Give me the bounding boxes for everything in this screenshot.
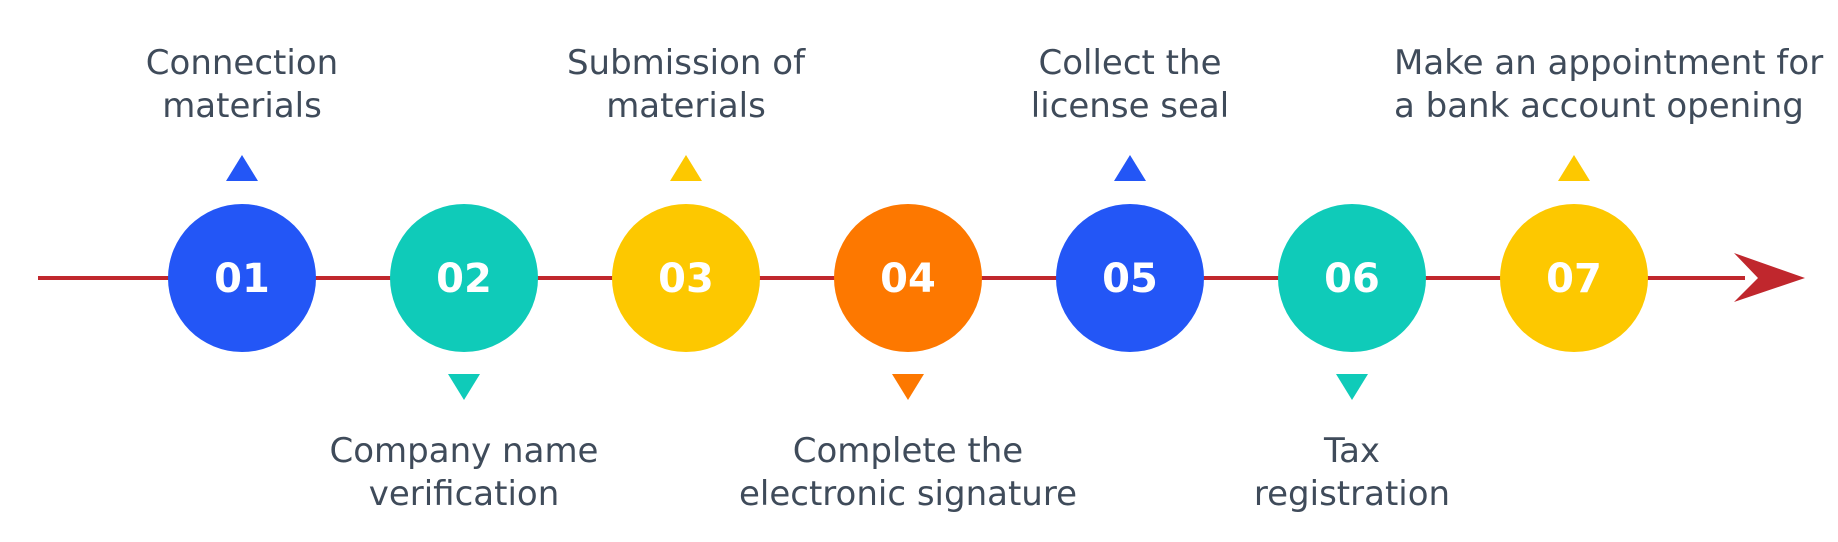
step-label-line: verification xyxy=(368,474,560,514)
step-label-line: Company name xyxy=(329,431,599,471)
step-label-line: Connection xyxy=(145,43,339,83)
triangle-up-icon xyxy=(226,155,258,181)
step-circle xyxy=(1500,204,1648,352)
step-circle xyxy=(168,204,316,352)
step-label-line: Complete the xyxy=(792,431,1024,471)
step-circle xyxy=(1278,204,1426,352)
step-node: 03 xyxy=(612,155,760,352)
step-label-line: license seal xyxy=(1030,86,1230,126)
triangle-down-icon xyxy=(892,374,924,400)
timeline-arrow-head xyxy=(1734,253,1805,302)
step-node: 05 xyxy=(1056,155,1204,352)
step-label-line: materials xyxy=(606,86,766,126)
triangle-up-icon xyxy=(1114,155,1146,181)
step-label-line: a bank account opening xyxy=(1394,86,1804,126)
step-node: 04 xyxy=(834,204,982,400)
step-number: 07 xyxy=(1546,256,1602,302)
step-circle xyxy=(612,204,760,352)
step-circle xyxy=(1056,204,1204,352)
step-circle xyxy=(390,204,538,352)
triangle-up-icon xyxy=(1558,155,1590,181)
step-label-line: materials xyxy=(162,86,322,126)
step-number: 01 xyxy=(214,256,270,302)
step-label-line: Tax xyxy=(1323,431,1381,471)
step-node: 02 xyxy=(390,204,538,400)
step-circle xyxy=(834,204,982,352)
step-number: 06 xyxy=(1324,256,1380,302)
step-number: 02 xyxy=(436,256,492,302)
step-nodes: 01 02 03 04 05 06 07 xyxy=(168,155,1648,400)
step-label-line: Submission of xyxy=(566,43,806,83)
step-number: 05 xyxy=(1102,256,1158,302)
step-label-line: Collect the xyxy=(1038,43,1222,83)
step-label-line: Make an appointment for xyxy=(1394,43,1824,83)
step-number: 04 xyxy=(880,256,936,302)
triangle-down-icon xyxy=(1336,374,1368,400)
triangle-down-icon xyxy=(448,374,480,400)
step-node: 01 xyxy=(168,155,316,352)
triangle-up-icon xyxy=(670,155,702,181)
step-node: 07 xyxy=(1500,155,1648,352)
step-node: 06 xyxy=(1278,204,1426,400)
step-label-line: registration xyxy=(1253,474,1451,514)
step-label-line: electronic signature xyxy=(739,474,1077,514)
step-number: 03 xyxy=(658,256,714,302)
